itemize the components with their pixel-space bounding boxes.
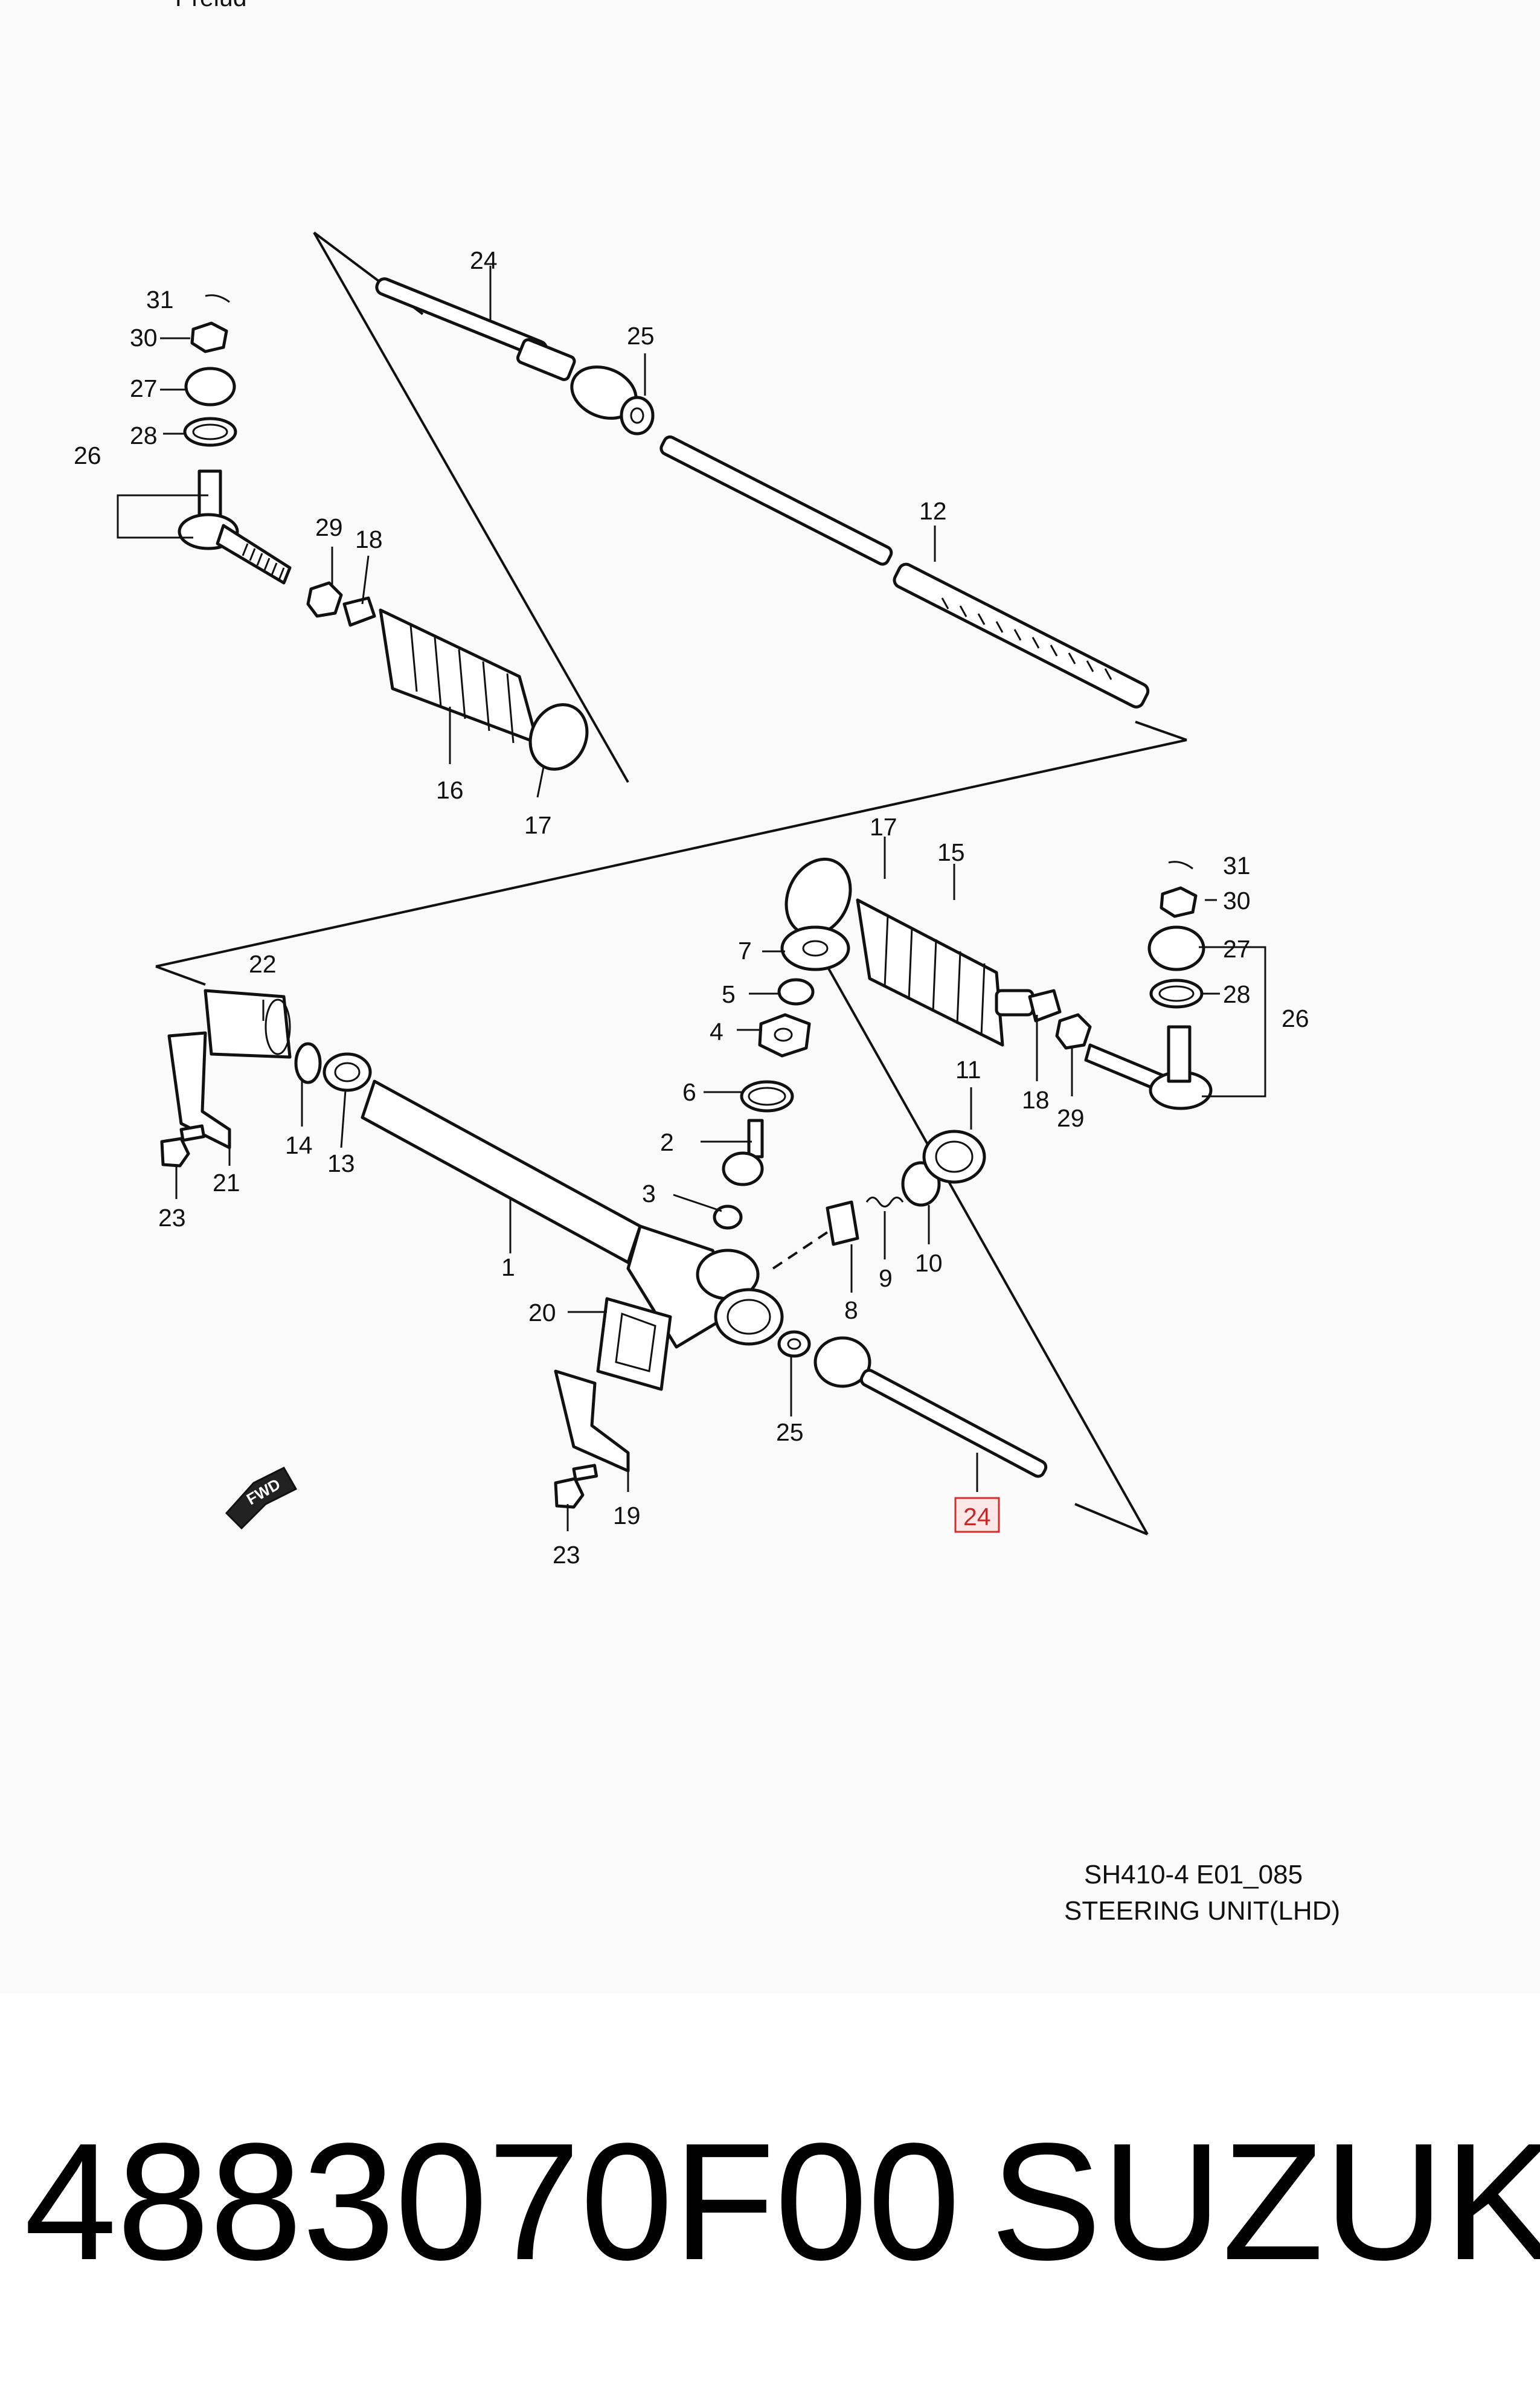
callout-27-left: 27 xyxy=(130,375,158,402)
callout-28-right: 28 xyxy=(1223,980,1251,1008)
pinion-2 xyxy=(722,1119,764,1186)
callout-30-left: 30 xyxy=(130,324,158,352)
callout-23-bottom: 23 xyxy=(553,1541,580,1569)
cotter-pin-31-right xyxy=(1168,861,1193,870)
seal-7 xyxy=(780,925,850,971)
callout-14: 14 xyxy=(285,1131,313,1159)
washer-25-mid xyxy=(777,1330,811,1358)
callout-10: 10 xyxy=(915,1249,943,1277)
o-ring-6 xyxy=(740,1080,794,1113)
callout-21: 21 xyxy=(213,1169,240,1197)
tie-rod-end-left xyxy=(178,469,292,585)
nut-29-left xyxy=(306,581,343,618)
snap-ring-14 xyxy=(294,1042,322,1084)
ring-28-left xyxy=(183,417,237,447)
parts-diagram: Prelud xyxy=(74,0,1341,1926)
callout-17-left: 17 xyxy=(524,811,552,839)
callout-7: 7 xyxy=(738,937,752,965)
bolt-23-left xyxy=(160,1124,206,1168)
inner-tie-rod-lower xyxy=(813,1336,1048,1478)
gear-case-1 xyxy=(361,1079,784,1349)
callout-22: 22 xyxy=(249,950,277,978)
castle-nut-30-right xyxy=(1160,886,1198,918)
frame-lines xyxy=(155,231,1187,1535)
callout-9: 9 xyxy=(879,1264,893,1292)
band-17-left xyxy=(528,703,589,771)
dust-seal-27-left xyxy=(184,367,236,407)
boot-15 xyxy=(856,898,1035,1047)
part-number: 4883070F00 xyxy=(24,2109,960,2295)
footer-svg: 4883070F00 SUZUKI xyxy=(24,2109,1540,2295)
dust-seal-27-right xyxy=(1147,925,1205,971)
inner-tie-rod-upper xyxy=(375,277,638,420)
callout-18-right: 18 xyxy=(1022,1086,1050,1114)
exploded-view-svg: Prelud xyxy=(74,0,1340,1926)
callout-20: 20 xyxy=(528,1299,556,1326)
nut-29-right xyxy=(1055,1013,1092,1050)
callout-12: 12 xyxy=(919,497,947,525)
callout-1: 1 xyxy=(501,1253,515,1281)
clip-18-left xyxy=(342,596,376,627)
bushing-13 xyxy=(322,1052,372,1092)
callout-16: 16 xyxy=(436,776,464,804)
lock-washer-25-upper xyxy=(620,396,655,436)
guide-axis-line xyxy=(772,1231,829,1270)
cushion-20 xyxy=(596,1297,672,1391)
ring-28-right xyxy=(1149,979,1204,1009)
callout-17-right: 17 xyxy=(870,813,897,841)
clip-18-right xyxy=(1028,989,1062,1023)
callout-13: 13 xyxy=(327,1149,355,1177)
callout-24-top: 24 xyxy=(470,246,498,274)
callout-24-highlight: 24 xyxy=(963,1503,991,1531)
callout-4: 4 xyxy=(710,1018,723,1046)
rack-bar xyxy=(659,435,1150,709)
top-partial-text: Prelud xyxy=(175,0,247,11)
rack-guide-8 xyxy=(826,1200,859,1246)
bracket-19 xyxy=(554,1369,630,1473)
callout-5: 5 xyxy=(722,980,736,1008)
callout-6: 6 xyxy=(682,1078,696,1106)
tie-rod-end-right xyxy=(1084,1025,1213,1110)
fwd-arrow-icon: FWD xyxy=(225,1467,298,1530)
leader-lines xyxy=(117,266,1266,1531)
lock-nut-11 xyxy=(922,1130,986,1184)
callout-31-right: 31 xyxy=(1223,852,1251,879)
boot-16 xyxy=(379,608,539,745)
callout-31-left: 31 xyxy=(146,286,174,313)
nut-4 xyxy=(758,1013,811,1058)
callout-19: 19 xyxy=(613,1502,641,1529)
footer: 4883070F00 SUZUKI xyxy=(0,1993,1540,2392)
cotter-pin-31-left xyxy=(205,294,230,303)
mount-bushing-22 xyxy=(204,989,292,1059)
callout-18-left: 18 xyxy=(355,526,383,553)
callout-15: 15 xyxy=(937,838,965,866)
callout-26-right: 26 xyxy=(1282,1005,1309,1032)
callout-29-left: 29 xyxy=(315,513,343,541)
diagram-title: STEERING UNIT(LHD) xyxy=(1064,1896,1340,1926)
callout-25-mid: 25 xyxy=(776,1418,804,1446)
diagram-code: SH410-4 E01_085 xyxy=(1084,1860,1303,1889)
callout-30-right: 30 xyxy=(1223,887,1251,915)
callout-labels: 24 25 31 30 27 28 26 29 18 16 17 12 17 1… xyxy=(74,246,1309,1569)
castle-nut-30-left xyxy=(190,321,228,353)
highlight-box-24 xyxy=(954,1497,1000,1533)
callout-28-left: 28 xyxy=(130,422,158,449)
callout-2: 2 xyxy=(660,1128,674,1156)
brand-name: SUZUKI xyxy=(990,2109,1540,2295)
callout-26-left: 26 xyxy=(74,442,101,469)
callout-3: 3 xyxy=(642,1180,656,1207)
callout-8: 8 xyxy=(844,1296,858,1324)
callout-29-right: 29 xyxy=(1057,1104,1085,1132)
bolt-23-bottom xyxy=(554,1464,598,1509)
callout-25-top: 25 xyxy=(627,322,655,350)
callout-11: 11 xyxy=(955,1056,981,1084)
callout-23-left: 23 xyxy=(158,1204,186,1232)
bearing-5 xyxy=(777,978,815,1006)
spring-9 xyxy=(865,1197,904,1207)
callout-27-right: 27 xyxy=(1223,935,1251,963)
